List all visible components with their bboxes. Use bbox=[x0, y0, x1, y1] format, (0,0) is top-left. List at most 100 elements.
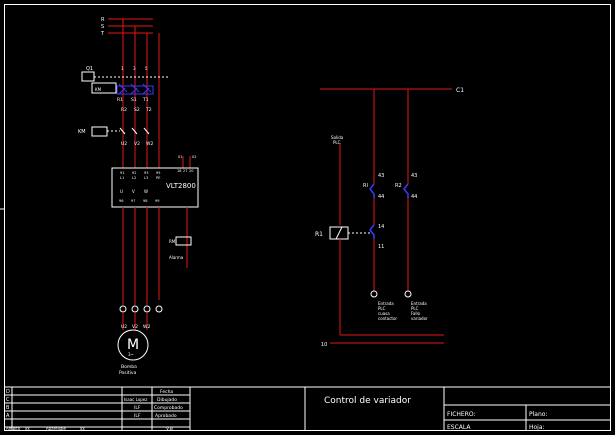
phase-label-s: S bbox=[101, 24, 104, 30]
overload-contacts bbox=[119, 127, 150, 135]
drive-output-number: 98 bbox=[143, 199, 147, 203]
role-name: ILF bbox=[134, 413, 141, 419]
revision-letter: D bbox=[6, 389, 10, 395]
contact-terminal: 11 bbox=[378, 244, 384, 250]
motor-terminal bbox=[155, 305, 163, 313]
overload-output: S2 bbox=[134, 107, 140, 113]
drive-side-label: 20 bbox=[189, 169, 193, 173]
role-title: V.B bbox=[166, 426, 173, 432]
plc-input-caption: PLC bbox=[411, 306, 419, 311]
relay-label: RI bbox=[363, 183, 368, 189]
overload-output: R2 bbox=[121, 107, 127, 113]
drawing-frame bbox=[4, 4, 611, 431]
drive-relay-label: 02 bbox=[192, 155, 196, 159]
relay-contact bbox=[369, 183, 375, 198]
contactor-poles bbox=[116, 83, 154, 95]
ambit-value: xx bbox=[80, 426, 85, 431]
role-title: Comprobado bbox=[154, 405, 183, 411]
drive-input: 91 bbox=[120, 171, 124, 175]
drive-input-sub: L2 bbox=[132, 176, 136, 180]
coil-diag bbox=[335, 226, 343, 240]
breaker-output: S1 bbox=[131, 97, 137, 103]
relay-terminal: 43 bbox=[411, 173, 417, 179]
alarm-caption: Alarma bbox=[169, 255, 184, 260]
plc-input-caption: cuasa bbox=[378, 311, 390, 316]
motor-caption: Positiva bbox=[119, 370, 137, 376]
power-circuit: R S T Q1 1 3 5 KM R1 S1 T1 R2 S2 T2 bbox=[78, 17, 199, 376]
alarm-relay-label: RM bbox=[169, 239, 176, 244]
alarm-relay bbox=[175, 236, 192, 246]
plc-input-caption: Fallo bbox=[411, 311, 421, 316]
breaker-terminal: 5 bbox=[145, 66, 148, 71]
drive-model: VLT2800 bbox=[166, 182, 196, 190]
drive-relay-label: 01 bbox=[178, 155, 182, 159]
revision-letter: C bbox=[6, 397, 10, 403]
relay-terminal: 44 bbox=[411, 194, 417, 200]
drive-input-sub: L1 bbox=[120, 176, 124, 180]
motor-terminal-label: V2 bbox=[132, 324, 138, 330]
hoja-label: Hoja: bbox=[529, 424, 545, 431]
escala-label: ESCALA bbox=[447, 424, 471, 431]
plc-input-caption: contactor bbox=[378, 316, 397, 321]
drive-input: 95 bbox=[156, 171, 160, 175]
coil-label: R1 bbox=[315, 231, 323, 238]
drive-input: 92 bbox=[132, 171, 136, 175]
drive-output-number: 99 bbox=[155, 199, 159, 203]
overload-label: KM bbox=[78, 129, 86, 135]
drive-output-number: 97 bbox=[131, 199, 135, 203]
contactor-box bbox=[91, 82, 117, 94]
drive-side-label: 27 bbox=[183, 169, 187, 173]
top-bus-label: C1 bbox=[456, 87, 464, 94]
overload-output: T2 bbox=[145, 107, 152, 113]
motor-symbol bbox=[117, 329, 149, 361]
motor-terminal bbox=[131, 305, 139, 313]
motor-caption: Bomba bbox=[121, 364, 137, 370]
role-name: Isaac Lopez bbox=[124, 397, 147, 402]
plc-input-caption: Entrada bbox=[411, 301, 427, 306]
breaker-output: R1 bbox=[117, 97, 123, 103]
frequency-drive bbox=[111, 167, 199, 208]
plc-output-label: PLC bbox=[333, 140, 341, 145]
drive-output: V bbox=[132, 189, 135, 194]
breaker-handle bbox=[81, 71, 95, 82]
bottom-bus-label: 10 bbox=[321, 342, 327, 348]
contactor-label: KM bbox=[95, 87, 102, 92]
relay-label: R2 bbox=[395, 183, 402, 189]
title-block bbox=[4, 386, 610, 431]
ambit-label: Ambito bbox=[6, 426, 21, 431]
role-title: Aprobado bbox=[155, 413, 177, 419]
plc-input-terminal bbox=[370, 290, 378, 298]
plc-input-caption: Entrada bbox=[378, 301, 394, 306]
drive-output: W bbox=[144, 189, 148, 194]
ambit-caption: Aparellaje bbox=[46, 426, 67, 431]
breaker-label: Q1 bbox=[86, 66, 93, 72]
breaker-terminal: 1 bbox=[121, 66, 124, 71]
plc-output-label: Salida bbox=[331, 135, 344, 140]
relay-terminal: 44 bbox=[378, 194, 384, 200]
contactor-output: U2 bbox=[121, 141, 127, 147]
control-circuit: C1 Salida PLC RI 43 44 R1 14 11 R2 43 44 bbox=[315, 87, 464, 348]
plc-input-caption: variador bbox=[411, 316, 428, 321]
drive-side-label: 18 bbox=[177, 169, 181, 173]
relay-terminal: 43 bbox=[378, 173, 384, 179]
overload-coil bbox=[91, 126, 108, 137]
ambit-value: xx bbox=[25, 426, 30, 431]
plc-input-caption: PLC bbox=[378, 306, 386, 311]
motor-terminal bbox=[119, 305, 127, 313]
contact-terminal: 14 bbox=[378, 224, 384, 230]
role-name: ILF bbox=[134, 405, 141, 411]
revision-letter: A bbox=[6, 413, 10, 419]
drive-input-sub: PE bbox=[156, 176, 160, 180]
relay-contact bbox=[403, 183, 409, 198]
fichero-label: FICHERO: bbox=[447, 411, 476, 418]
breaker-output: T1 bbox=[142, 97, 149, 103]
motor-terminal bbox=[143, 305, 151, 313]
revision-letter: B bbox=[6, 405, 10, 411]
contactor-output: V2 bbox=[134, 141, 140, 147]
role-title: Dibujado bbox=[157, 397, 177, 403]
plano-label: Plano: bbox=[529, 411, 547, 418]
motor-terminal-label: W2 bbox=[143, 324, 150, 330]
phase-label-t: T bbox=[100, 31, 105, 37]
motor-terminal-label: U2 bbox=[121, 324, 127, 330]
